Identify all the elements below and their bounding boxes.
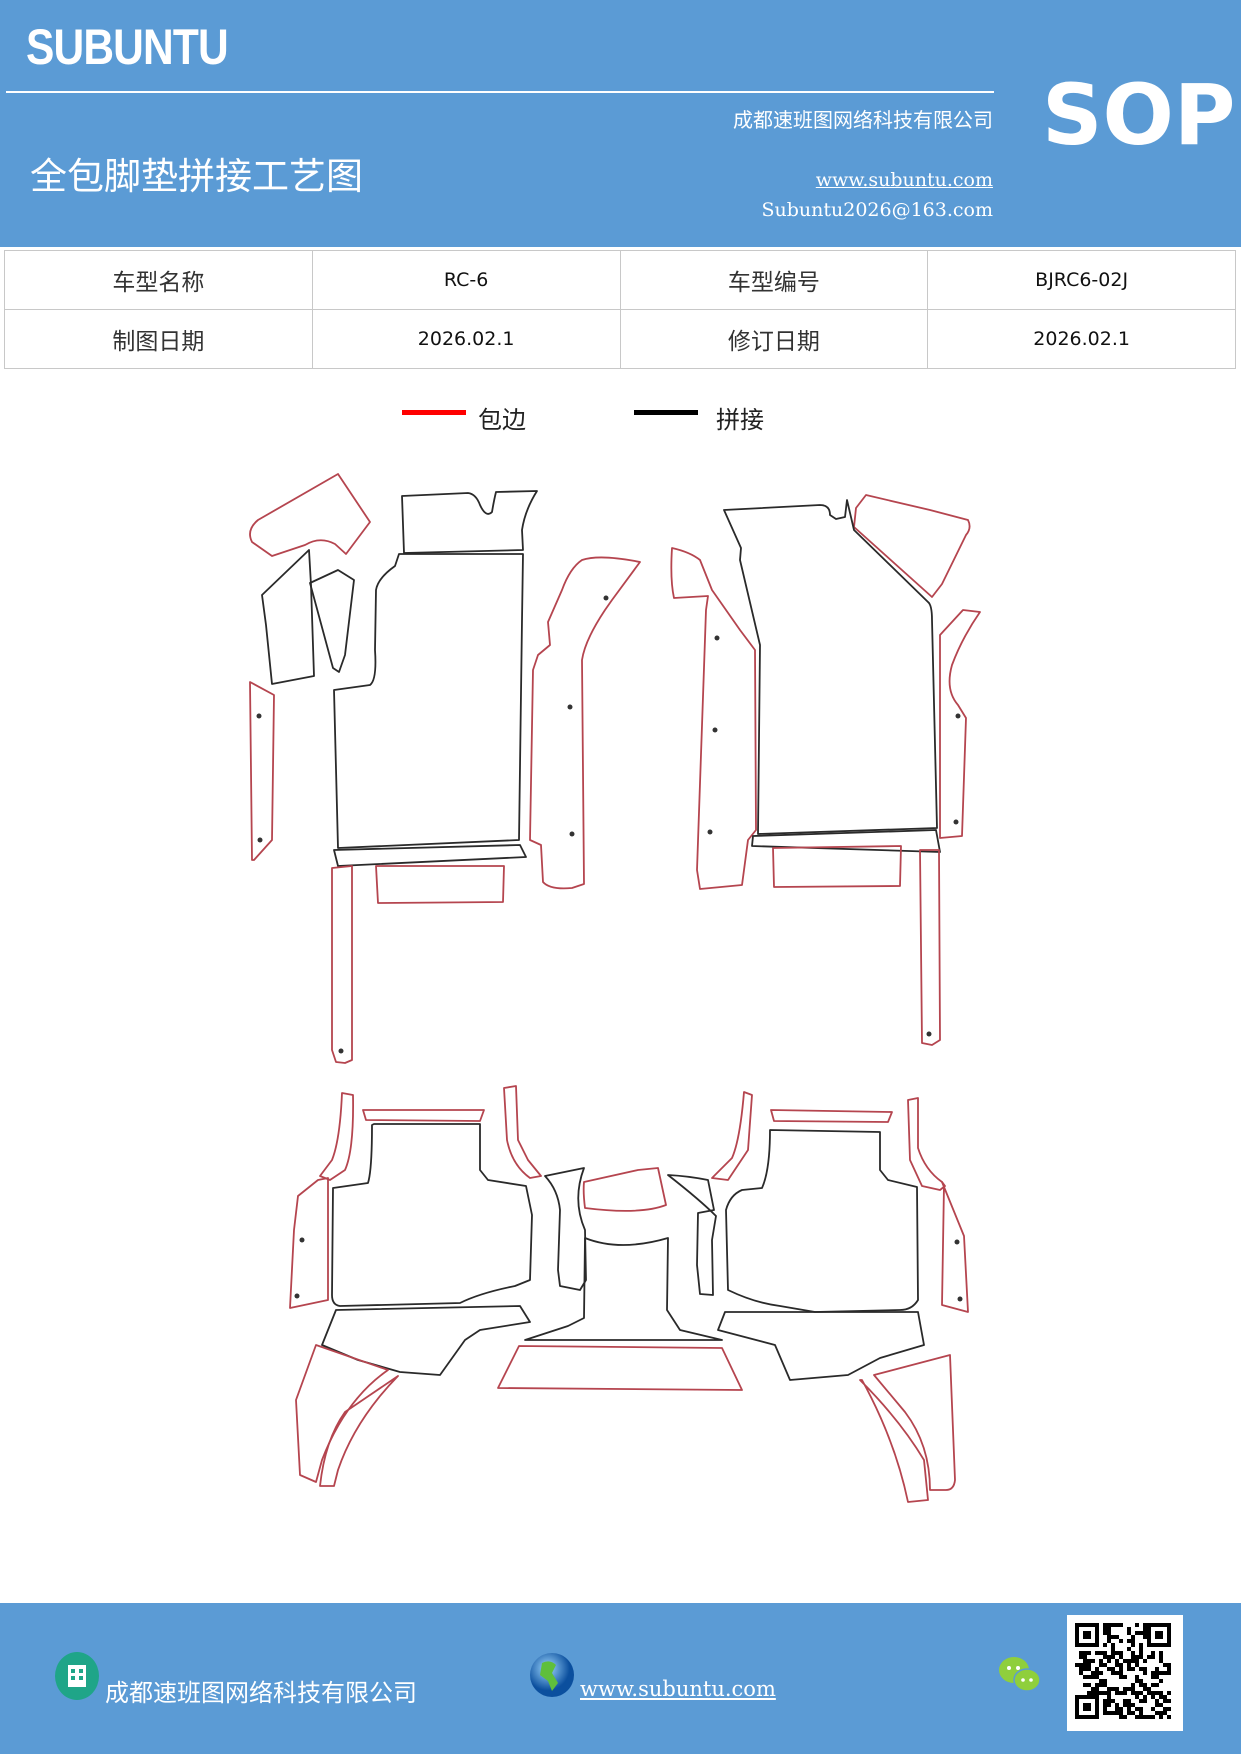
footer-company-name: 成都速班图网络科技有限公司 xyxy=(105,1679,417,1707)
globe-icon xyxy=(530,1653,574,1697)
mat-piece xyxy=(261,549,315,685)
email-text: Subuntu2026@163.com xyxy=(761,199,993,221)
legend-label-edge: 包边 xyxy=(478,406,526,434)
mat-piece xyxy=(249,681,275,861)
wechat-icon xyxy=(999,1657,1041,1692)
company-name: 成都速班图网络科技有限公司 xyxy=(733,108,993,132)
info-table: 车型名称 RC-6 车型编号 BJRC6-02J 制图日期 2026.02.1 … xyxy=(4,250,1236,369)
mat-piece xyxy=(331,1123,533,1307)
value-draw-date: 2026.02.1 xyxy=(311,309,621,369)
mat-piece xyxy=(667,1174,717,1296)
mat-piece xyxy=(853,494,971,598)
mat-piece xyxy=(939,609,981,839)
mat-piece xyxy=(770,1109,893,1123)
mat-piece xyxy=(907,1097,946,1191)
value-revise-date: 2026.02.1 xyxy=(927,309,1236,369)
mat-piece xyxy=(670,547,757,890)
mat-piece xyxy=(725,1129,919,1313)
label-model-name: 车型名称 xyxy=(4,250,313,310)
mat-piece xyxy=(582,1167,667,1212)
footer-banner: 成都速班图网络科技有限公司 www.subuntu.com xyxy=(0,1603,1241,1754)
mat-piece xyxy=(295,1344,389,1483)
mat-piece xyxy=(751,829,941,853)
sop-badge: SOP xyxy=(1042,66,1236,164)
header-banner: SUBUNTU SOP 成都速班图网络科技有限公司 全包脚垫拼接工艺图 www.… xyxy=(0,0,1241,247)
mat-piece xyxy=(529,556,641,890)
mat-piece xyxy=(717,1311,925,1381)
mat-piece xyxy=(723,499,938,835)
page-title: 全包脚垫拼接工艺图 xyxy=(30,155,363,198)
mat-piece xyxy=(289,1177,329,1309)
mat-piece xyxy=(873,1354,956,1491)
mat-piece xyxy=(772,845,902,888)
legend-swatch-seam xyxy=(634,410,698,415)
mat-piece xyxy=(249,473,371,557)
brand-logo: SUBUNTU xyxy=(26,19,229,75)
mat-piece xyxy=(941,1181,969,1313)
mat-piece xyxy=(362,1109,485,1122)
mat-piece xyxy=(309,569,355,673)
mat-piece xyxy=(503,1085,542,1179)
mat-piece xyxy=(333,844,527,867)
mat-piece xyxy=(711,1091,753,1181)
mat-piece xyxy=(333,553,524,849)
value-model-code: BJRC6-02J xyxy=(927,250,1236,310)
mat-piece xyxy=(524,1237,723,1341)
mat-piece xyxy=(859,1379,929,1503)
mat-piece xyxy=(331,865,353,1064)
header-divider xyxy=(6,91,994,93)
label-draw-date: 制图日期 xyxy=(4,309,313,369)
mat-piece xyxy=(919,849,941,1046)
mat-piece xyxy=(321,1305,531,1376)
mat-piece xyxy=(544,1167,587,1291)
legend-swatch-edge xyxy=(402,410,466,415)
legend-label-seam: 拼接 xyxy=(716,406,764,434)
mounting-holes xyxy=(256,595,963,1302)
mat-piece xyxy=(401,490,538,554)
footer-website-link[interactable]: www.subuntu.com xyxy=(580,1677,776,1701)
label-revise-date: 修订日期 xyxy=(619,309,929,369)
value-model-name: RC-6 xyxy=(311,250,621,310)
mat-piece xyxy=(319,1375,399,1487)
mat-piece xyxy=(497,1345,743,1391)
mat-piece xyxy=(319,1092,354,1181)
website-link[interactable]: www.subuntu.com xyxy=(815,169,993,191)
label-model-code: 车型编号 xyxy=(619,250,929,310)
table-row: 制图日期 2026.02.1 修订日期 2026.02.1 xyxy=(4,309,1236,369)
mat-piece xyxy=(375,865,505,904)
building-icon xyxy=(55,1652,99,1700)
table-row: 车型名称 RC-6 车型编号 BJRC6-02J xyxy=(4,250,1236,310)
qr-code xyxy=(1067,1615,1183,1731)
